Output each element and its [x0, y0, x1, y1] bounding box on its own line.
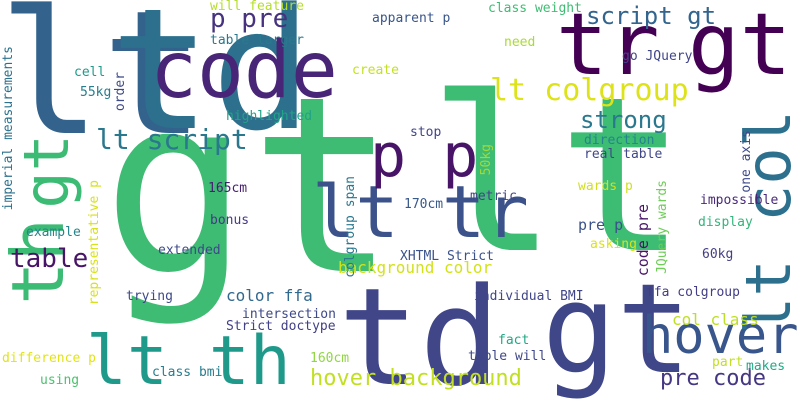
word: part	[712, 355, 744, 370]
word: using	[40, 373, 80, 388]
word: p pre	[210, 4, 289, 34]
word: table will	[468, 349, 547, 364]
word: lt colgroup	[490, 73, 689, 108]
word: Strict doctype	[226, 319, 336, 334]
word: color ffa	[226, 286, 313, 305]
word: gt	[688, 0, 792, 95]
word: order	[113, 72, 128, 112]
word: col class	[672, 310, 759, 329]
word: table larger	[210, 33, 304, 48]
word: real table	[584, 147, 663, 162]
word: XHTML Strict	[400, 249, 494, 264]
word: one axis	[739, 130, 754, 193]
word: 165cm	[208, 181, 248, 196]
word: direction	[584, 133, 655, 148]
word: tr	[556, 0, 660, 95]
word: td	[338, 259, 501, 400]
word: td	[110, 0, 313, 168]
word: create	[352, 63, 399, 78]
word: table	[10, 244, 89, 274]
word: stop	[410, 125, 442, 140]
word: apparent p	[372, 11, 451, 26]
word: lt	[428, 50, 687, 301]
word: 160cm	[310, 351, 350, 366]
word: JQuery wards	[655, 180, 670, 274]
word: representative p	[87, 180, 102, 306]
word: display	[698, 215, 753, 230]
word: will feature	[210, 0, 304, 14]
word: highlighted	[226, 109, 313, 124]
word: class weight	[488, 1, 582, 16]
word: ffa colgroup	[646, 285, 740, 300]
word: gt	[10, 134, 83, 209]
word: pre p	[578, 216, 624, 234]
word: impossible	[700, 193, 779, 208]
word: makes	[746, 359, 786, 374]
word: go JQuery	[622, 49, 693, 64]
word: lt th	[86, 322, 291, 400]
word: metric	[470, 189, 517, 204]
word: colgroup span	[343, 176, 358, 278]
word: bonus	[210, 213, 250, 228]
word: lt tr	[312, 170, 529, 254]
word: need	[504, 35, 536, 50]
word: class bmi	[152, 365, 223, 380]
word: extended	[158, 243, 221, 258]
word: imperial measurements	[1, 46, 16, 211]
word: p p	[370, 121, 479, 191]
word: lt	[0, 0, 206, 174]
word: hover background	[310, 366, 522, 391]
word: 170cm	[404, 197, 444, 212]
word: gt	[542, 258, 692, 400]
word: trying	[126, 289, 173, 304]
word: 50kg	[479, 144, 494, 176]
word: code pre	[634, 204, 652, 277]
word: 60kg	[702, 247, 734, 262]
word: difference p	[2, 351, 96, 366]
word: lt script	[96, 123, 248, 156]
word: example	[26, 225, 81, 240]
word: 55kg	[80, 85, 112, 100]
word: gt	[102, 44, 398, 329]
word: wards p	[578, 179, 633, 194]
word: hover	[642, 306, 799, 366]
word: pre code	[660, 366, 766, 391]
word: background color	[338, 258, 493, 277]
word: asking	[590, 237, 637, 252]
word: strong	[580, 106, 667, 134]
word: individual BMI	[474, 289, 584, 304]
word: script gt	[586, 2, 717, 30]
word: intersection	[242, 307, 336, 322]
word: fact	[498, 333, 530, 348]
word: code	[150, 26, 338, 116]
word: cell	[74, 65, 106, 80]
